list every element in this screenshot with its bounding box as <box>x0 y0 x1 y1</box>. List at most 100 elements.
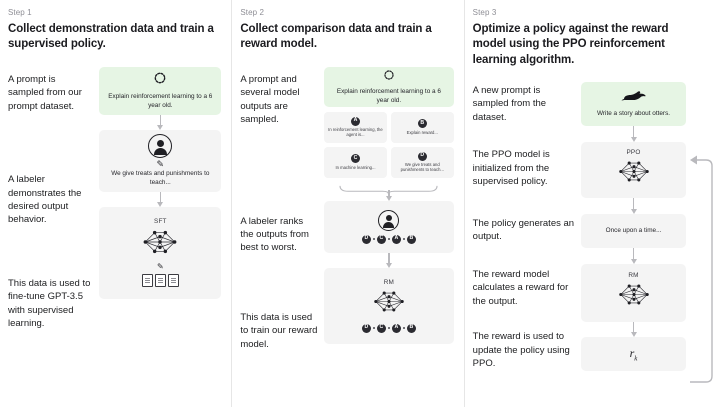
step-2-text-column: A prompt and several model outputs are s… <box>240 67 318 352</box>
neural-network-icon-3 <box>616 158 652 190</box>
pencil-icon-2: ✎ <box>156 262 164 272</box>
rm-rank-3: A <box>391 323 401 333</box>
arrow-down-4 <box>384 252 394 268</box>
step-1-paragraph-1: A prompt is sampled from our prompt data… <box>8 73 82 112</box>
rank-sep <box>387 238 390 241</box>
output-option-b: B Explain reward... <box>390 111 454 143</box>
rank-2: C <box>376 234 386 244</box>
arrow-down-2 <box>155 191 165 207</box>
step-3-ppo-card: PPO <box>581 141 686 198</box>
step-1-text-column: A prompt is sampled from our prompt data… <box>8 67 93 331</box>
step-3-paragraph-1: A new prompt is sampled from the dataset… <box>472 84 547 123</box>
step-3-title: Optimize a policy against the reward mod… <box>472 23 669 66</box>
output-option-c: C In machine learning... <box>324 146 387 178</box>
step-1-prompt-text: Explain reinforcement learning to a 6 ye… <box>108 92 213 109</box>
step-2-paragraph-3: This data is used to train our reward mo… <box>240 311 318 350</box>
step-1-sft-card: SFT <box>99 206 222 299</box>
gather-brace <box>338 181 439 194</box>
step-1-labeler-card: ✎ We give treats and punishments to teac… <box>99 129 222 192</box>
step-2-ranking-card: D C A B <box>324 200 454 253</box>
arrow-down-1 <box>155 114 165 130</box>
labeler-person-icon <box>148 133 173 158</box>
documents-icon <box>141 274 179 288</box>
step-3-paragraph-4: The reward model calculates a reward for… <box>472 268 569 307</box>
step-3-paragraph-5: The reward is used to update the policy … <box>472 331 570 370</box>
rank-sep <box>372 327 375 330</box>
output-c-text: In machine learning... <box>335 164 376 170</box>
pencil-icon: ✎ <box>156 158 165 169</box>
step-3-output-text: Once upon a time... <box>605 226 662 234</box>
step-3-prompt-text: Write a story about otters. <box>596 110 671 118</box>
step-3-flow-column: Write a story about otters. PPO <box>581 81 686 371</box>
step-2-paragraph-1: A prompt and several model outputs are s… <box>240 73 300 126</box>
step-2-label: Step 2 <box>240 8 265 17</box>
step-2-outputs-grid: A In reinforcement learning, the agent i… <box>324 111 454 178</box>
step-2-paragraph-2: A labeler ranks the outputs from best to… <box>240 215 309 254</box>
step-2-rm-card: RM <box>324 267 454 344</box>
step-2-rm-ranking-row: D C A B <box>361 323 416 333</box>
step-2-prompt-card: Explain reinforcement learning to a 6 ye… <box>324 66 454 107</box>
rank-3: A <box>391 234 401 244</box>
step-3-label: Step 3 <box>472 8 497 17</box>
output-option-d: D We give treats and punishments to teac… <box>390 146 454 178</box>
feedback-loop-arrow <box>689 155 713 383</box>
step-1-prompt-card: Explain reinforcement learning to a 6 ye… <box>99 66 222 115</box>
badge-c: C <box>350 154 360 164</box>
step-1-sft-label: SFT <box>153 218 167 226</box>
step-2-rm-label: RM <box>383 278 395 286</box>
step-1-body: A prompt is sampled from our prompt data… <box>8 66 222 331</box>
step-3-rm-label: RM <box>628 272 639 280</box>
otter-icon <box>621 89 647 108</box>
step-2-ranking-row: D C A B <box>361 234 416 244</box>
step-3-column: Step 3 Optimize a policy against the rew… <box>463 0 720 407</box>
badge-b: B <box>417 119 427 129</box>
step-3-output-card: Once upon a time... <box>581 213 686 248</box>
step-3-reward-card: rk <box>581 336 686 371</box>
arrow-down-6 <box>629 197 639 214</box>
badge-d: D <box>417 151 427 161</box>
step-2-flow-column: Explain reinforcement learning to a 6 ye… <box>324 66 454 352</box>
refresh-cycle-icon <box>153 71 167 90</box>
step-3-body: A new prompt is sampled from the dataset… <box>473 81 686 371</box>
rm-rank-4: B <box>406 323 416 333</box>
step-3-paragraph-3: The policy generates an output. <box>472 217 575 243</box>
labeler-person-icon-2 <box>378 209 400 231</box>
rank-sep <box>387 327 390 330</box>
output-option-a: A In reinforcement learning, the agent i… <box>324 111 387 143</box>
step-2-column: Step 2 Collect comparison data and train… <box>231 0 463 407</box>
step-1-labeler-text: We give treats and punishments to teach.… <box>111 169 210 186</box>
step-1-paragraph-2: A labeler demonstrates the desired outpu… <box>8 174 82 226</box>
output-a-text: In reinforcement learning, the agent is.… <box>328 127 383 138</box>
arrow-down-8 <box>629 321 639 337</box>
step-1-paragraph-3: This data is used to fine-tune GPT-3.5 w… <box>8 277 91 330</box>
step-3-prompt-card: Write a story about otters. <box>581 81 686 126</box>
reward-symbol: rk <box>629 345 638 363</box>
step-2-title: Collect comparison data and train a rewa… <box>240 23 432 51</box>
step-2-body: A prompt and several model outputs are s… <box>240 66 454 352</box>
arrow-down-7 <box>629 247 639 264</box>
output-d-text: We give treats and punishments to teach.… <box>400 162 444 173</box>
neural-network-icon <box>140 227 180 262</box>
step-1-label: Step 1 <box>8 8 32 17</box>
arrow-down-5 <box>629 125 639 142</box>
rank-4: B <box>406 234 416 244</box>
step-3-paragraph-2: The PPO model is initialized from the su… <box>472 149 550 188</box>
neural-network-icon-2 <box>371 288 407 320</box>
rank-sep <box>372 238 375 241</box>
output-b-text: Explain reward... <box>406 129 438 135</box>
step-3-rm-card: RM <box>581 263 686 322</box>
rm-rank-2: C <box>376 323 386 333</box>
badge-a: A <box>350 116 360 126</box>
step-3-ppo-label: PPO <box>626 149 641 157</box>
step-1-flow-column: Explain reinforcement learning to a 6 ye… <box>99 66 222 331</box>
step-3-text-column: A new prompt is sampled from the dataset… <box>473 82 575 371</box>
rank-sep <box>402 327 405 330</box>
step-2-prompt-text: Explain reinforcement learning to a 6 ye… <box>336 87 441 104</box>
neural-network-icon-4 <box>616 281 652 313</box>
rank-1: D <box>361 234 371 244</box>
step-1-title: Collect demonstration data and train a s… <box>8 23 214 51</box>
step-1-column: Step 1 Collect demonstration data and tr… <box>0 0 231 407</box>
rank-sep <box>402 238 405 241</box>
refresh-cycle-icon <box>383 68 395 86</box>
